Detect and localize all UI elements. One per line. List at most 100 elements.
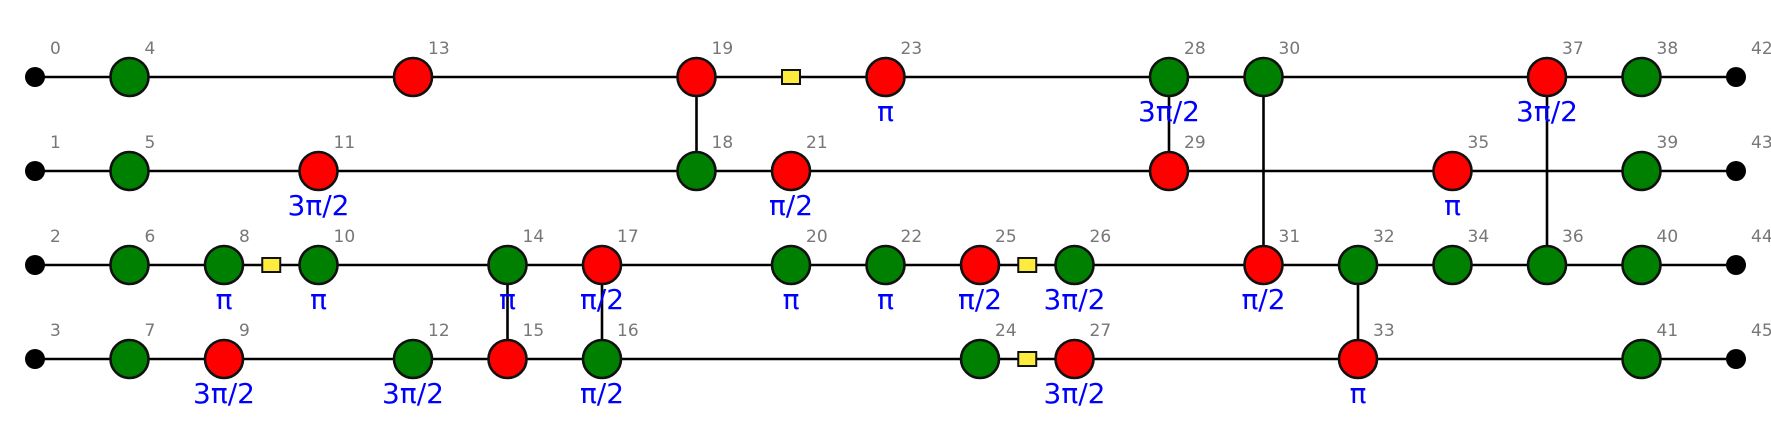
z-spider-4 xyxy=(109,56,150,98)
phase-label-25: π/2 xyxy=(958,283,1002,316)
node-index-42: 42 xyxy=(1751,39,1771,59)
phase-label-9: 3π/2 xyxy=(193,377,255,410)
node-index-24: 24 xyxy=(995,321,1017,341)
node-index-3: 3 xyxy=(50,321,61,341)
node-index-38: 38 xyxy=(1657,39,1679,59)
z-spider-22 xyxy=(865,244,906,286)
node-index-36: 36 xyxy=(1562,227,1584,247)
phase-label-22: π xyxy=(877,283,894,316)
z-spider-20 xyxy=(770,244,812,286)
boundary-node-43 xyxy=(1726,161,1746,181)
vertical-edges-layer xyxy=(506,77,1549,359)
z-spider-30 xyxy=(1243,56,1284,98)
node-index-29: 29 xyxy=(1184,133,1206,153)
phase-label-11: 3π/2 xyxy=(288,189,350,222)
phase-label-21: π/2 xyxy=(769,189,813,222)
node-index-30: 30 xyxy=(1279,39,1301,59)
node-index-0: 0 xyxy=(50,39,61,59)
phase-label-10: π xyxy=(310,283,327,316)
node-index-25: 25 xyxy=(995,227,1017,247)
node-index-19: 19 xyxy=(712,39,734,59)
x-spider-33 xyxy=(1337,338,1379,380)
node-index-5: 5 xyxy=(145,133,156,153)
x-spider-27 xyxy=(1054,338,1095,380)
node-index-31: 31 xyxy=(1279,227,1301,247)
z-spider-24 xyxy=(959,338,1001,380)
node-index-4: 4 xyxy=(145,39,156,59)
node-index-27: 27 xyxy=(1090,321,1112,341)
phase-label-31: π/2 xyxy=(1241,283,1285,316)
node-index-16: 16 xyxy=(617,321,639,341)
x-spider-13 xyxy=(392,56,434,98)
phase-label-35: π xyxy=(1444,189,1461,222)
z-spider-28 xyxy=(1148,56,1190,98)
node-index-28: 28 xyxy=(1184,39,1206,59)
node-index-8: 8 xyxy=(239,227,250,247)
node-index-22: 22 xyxy=(901,227,923,247)
boundary-node-45 xyxy=(1726,349,1746,369)
x-spider-17 xyxy=(581,244,623,286)
x-spider-35 xyxy=(1432,150,1473,192)
node-index-9: 9 xyxy=(239,321,250,341)
phase-label-27: 3π/2 xyxy=(1044,377,1106,410)
node-index-2: 2 xyxy=(50,227,61,247)
x-spider-21 xyxy=(770,150,812,192)
nodes-layer xyxy=(25,56,1746,380)
node-index-10: 10 xyxy=(334,227,356,247)
x-spider-31 xyxy=(1243,244,1284,286)
phase-label-23: π xyxy=(877,95,894,128)
z-spider-38 xyxy=(1621,56,1662,98)
node-index-40: 40 xyxy=(1657,227,1679,247)
node-index-11: 11 xyxy=(334,133,356,153)
boundary-node-42 xyxy=(1726,67,1746,87)
z-spider-39 xyxy=(1621,150,1662,192)
hadamard-box-8-10 xyxy=(261,257,282,273)
node-index-32: 32 xyxy=(1373,227,1395,247)
node-index-26: 26 xyxy=(1090,227,1112,247)
node-index-1: 1 xyxy=(50,133,61,153)
z-spider-36 xyxy=(1526,244,1568,286)
z-spider-40 xyxy=(1621,244,1662,286)
x-spider-19 xyxy=(676,56,717,98)
node-index-12: 12 xyxy=(428,321,450,341)
boundary-node-0 xyxy=(25,67,45,87)
x-spider-11 xyxy=(298,150,339,192)
z-spider-16 xyxy=(581,338,623,380)
x-spider-37 xyxy=(1526,56,1568,98)
node-index-18: 18 xyxy=(712,133,734,153)
z-spider-32 xyxy=(1337,244,1379,286)
z-spider-8 xyxy=(203,244,245,286)
boundary-node-1 xyxy=(25,161,45,181)
node-index-33: 33 xyxy=(1373,321,1395,341)
z-spider-14 xyxy=(487,244,528,286)
z-spider-5 xyxy=(109,150,150,192)
node-index-41: 41 xyxy=(1657,321,1679,341)
node-index-34: 34 xyxy=(1468,227,1490,247)
x-spider-9 xyxy=(203,338,245,380)
hadamard-edges-layer xyxy=(261,69,1038,367)
phase-label-16: π/2 xyxy=(580,377,624,410)
boundary-node-44 xyxy=(1726,255,1746,275)
z-spider-26 xyxy=(1054,244,1095,286)
z-spider-7 xyxy=(109,338,150,380)
z-spider-41 xyxy=(1621,338,1662,380)
z-spider-12 xyxy=(392,338,434,380)
x-spider-23 xyxy=(865,56,906,98)
node-index-7: 7 xyxy=(145,321,156,341)
phase-label-20: π xyxy=(783,283,800,316)
node-index-35: 35 xyxy=(1468,133,1490,153)
boundary-node-2 xyxy=(25,255,45,275)
hadamard-box-24-27 xyxy=(1017,351,1038,367)
x-spider-29 xyxy=(1148,150,1190,192)
z-spider-10 xyxy=(298,244,339,286)
node-index-45: 45 xyxy=(1751,321,1771,341)
phase-label-14: π xyxy=(499,283,516,316)
node-index-15: 15 xyxy=(523,321,545,341)
phase-label-8: π xyxy=(216,283,233,316)
node-index-43: 43 xyxy=(1751,133,1771,153)
node-index-20: 20 xyxy=(806,227,828,247)
node-index-39: 39 xyxy=(1657,133,1679,153)
z-spider-34 xyxy=(1432,244,1473,286)
node-index-17: 17 xyxy=(617,227,639,247)
